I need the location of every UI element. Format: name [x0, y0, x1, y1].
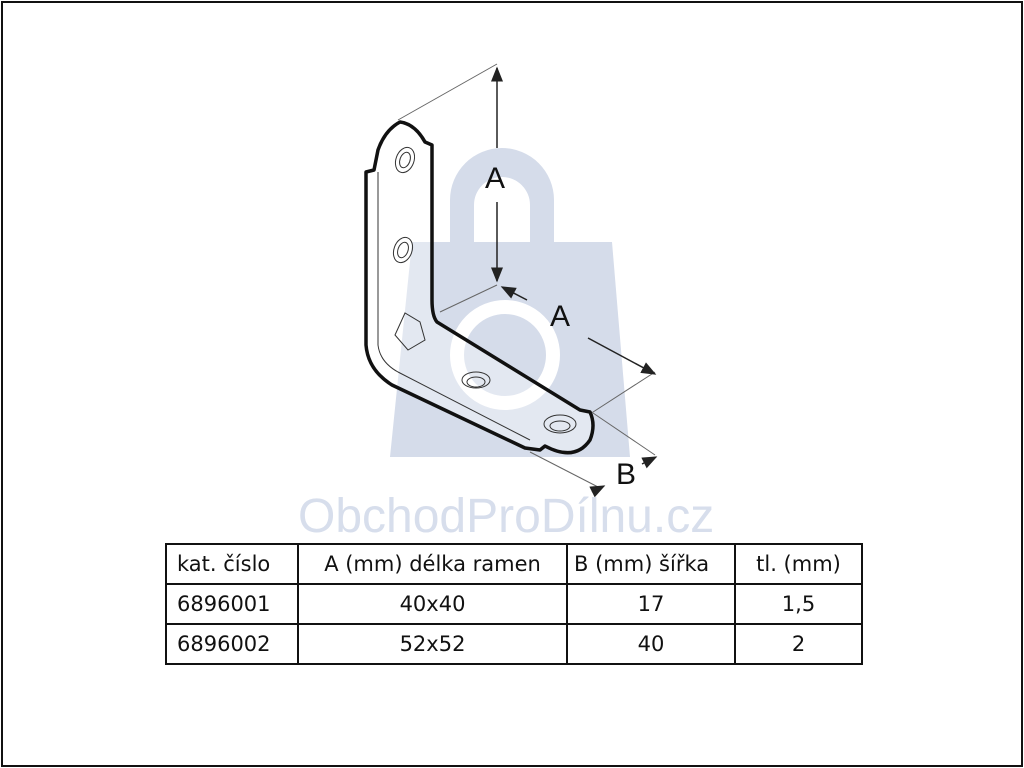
dimension-label-b: B — [616, 458, 636, 491]
table-cell: 6896001 — [165, 583, 299, 625]
watermark-text: ObchodProDílnu.cz — [298, 490, 715, 543]
header-cell: A (mm) délka ramen — [297, 543, 568, 585]
bracket-outline — [364, 120, 595, 455]
table-row: 6896001 40x40 17 1,5 — [165, 583, 863, 625]
dimension-label-a-vertical: A — [485, 162, 505, 195]
table-cell: 1,5 — [734, 583, 863, 625]
table-cell: 40x40 — [297, 583, 568, 625]
header-cell: tl. (mm) — [734, 543, 863, 585]
table-cell: 52x52 — [297, 623, 568, 665]
dimension-lines — [397, 63, 656, 489]
header-cell: B (mm) šířka — [566, 543, 736, 585]
table-cell: 2 — [734, 623, 863, 665]
dimension-label-a-horizontal: A — [550, 300, 570, 333]
table-row: 6896002 52x52 40 2 — [165, 623, 863, 665]
table-cell: 40 — [566, 623, 736, 665]
table-cell: 17 — [566, 583, 736, 625]
header-cell: kat. číslo — [165, 543, 299, 585]
table-cell: 6896002 — [165, 623, 299, 665]
spec-table: kat. číslo A (mm) délka ramen B (mm) šíř… — [165, 543, 863, 665]
table-header-row: kat. číslo A (mm) délka ramen B (mm) šíř… — [165, 543, 863, 585]
